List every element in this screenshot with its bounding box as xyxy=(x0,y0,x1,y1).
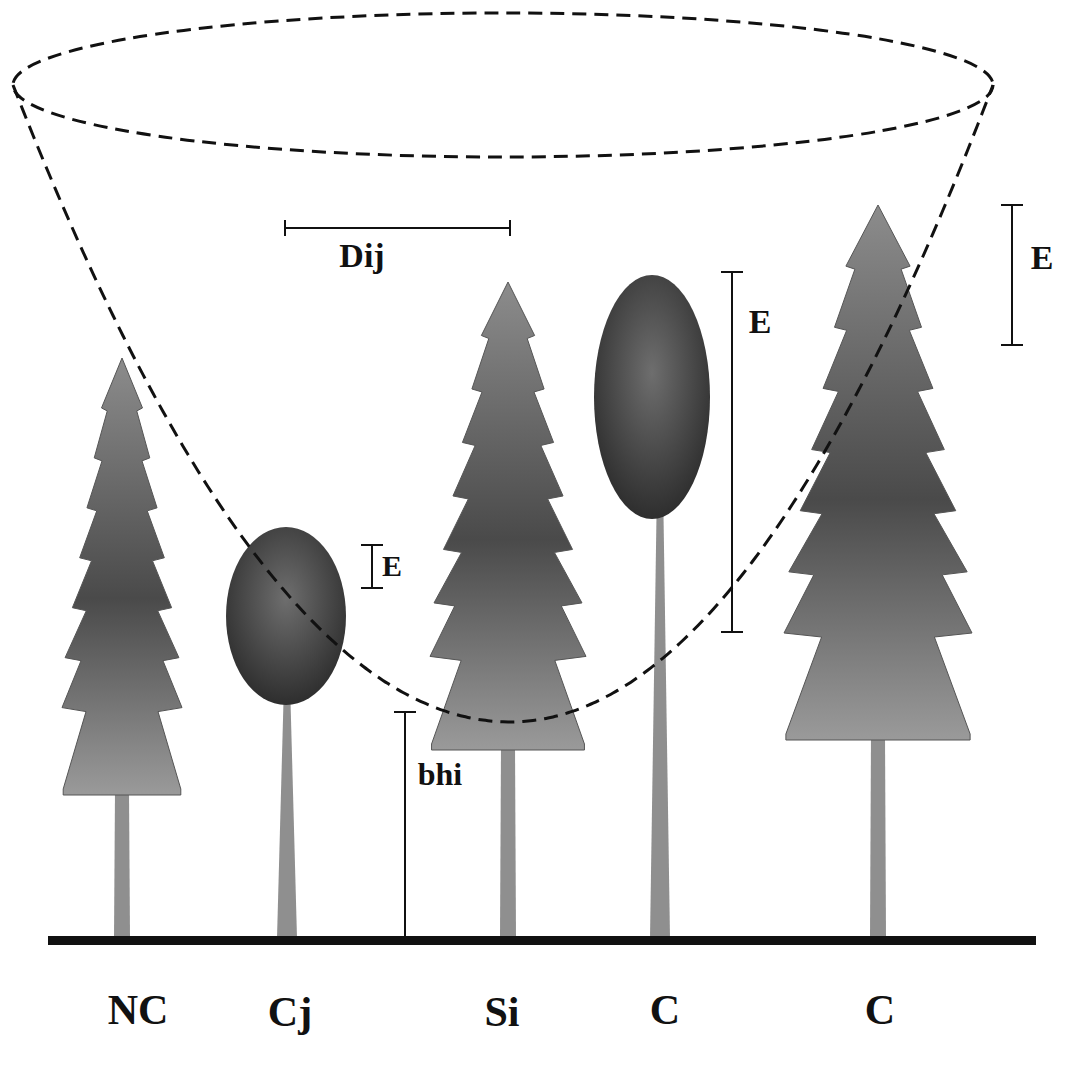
dimension-tick xyxy=(284,220,286,236)
tree-label: C xyxy=(648,988,682,1032)
dimension-tick xyxy=(1001,344,1023,346)
tree-label: NC xyxy=(106,988,171,1032)
cone-profile xyxy=(13,85,993,722)
dimension-bar xyxy=(404,712,406,936)
conifer-crown xyxy=(430,282,586,750)
dimension-tick xyxy=(394,711,416,713)
tree-trunk xyxy=(650,515,670,938)
dimension-label: E xyxy=(1029,240,1056,276)
conifer-crown xyxy=(62,358,182,795)
dimension-bar xyxy=(285,227,510,229)
dimension-label: bhi xyxy=(416,757,464,791)
dimension-tick xyxy=(361,587,383,589)
dimension-tick xyxy=(721,271,743,273)
dimension-tick xyxy=(721,631,743,633)
dimension-bar xyxy=(731,272,733,632)
dimension-bar xyxy=(371,545,373,588)
crown-cone xyxy=(13,13,993,722)
dimension-label: E xyxy=(380,550,404,582)
tree-trunk xyxy=(870,735,886,938)
dimension-tick xyxy=(1001,204,1023,206)
tree-trunk xyxy=(114,790,130,938)
dimension-tick xyxy=(509,220,511,236)
tree-trunk xyxy=(500,745,516,938)
tree-trunk xyxy=(277,701,297,938)
tree-label: Cj xyxy=(266,990,314,1034)
trees xyxy=(62,205,972,938)
ground-line xyxy=(48,936,1036,945)
broadleaf-crown xyxy=(226,527,346,705)
dimension-bar xyxy=(1011,205,1013,345)
broadleaf-crown xyxy=(594,275,710,519)
distance-label: Dij xyxy=(337,238,386,274)
tree-label: C xyxy=(863,988,897,1032)
dimension-label: E xyxy=(747,304,774,340)
cone-rim xyxy=(13,13,993,157)
dimension-tick xyxy=(361,544,383,546)
dimension-marks xyxy=(285,205,1023,936)
tree-label: Si xyxy=(482,990,521,1034)
